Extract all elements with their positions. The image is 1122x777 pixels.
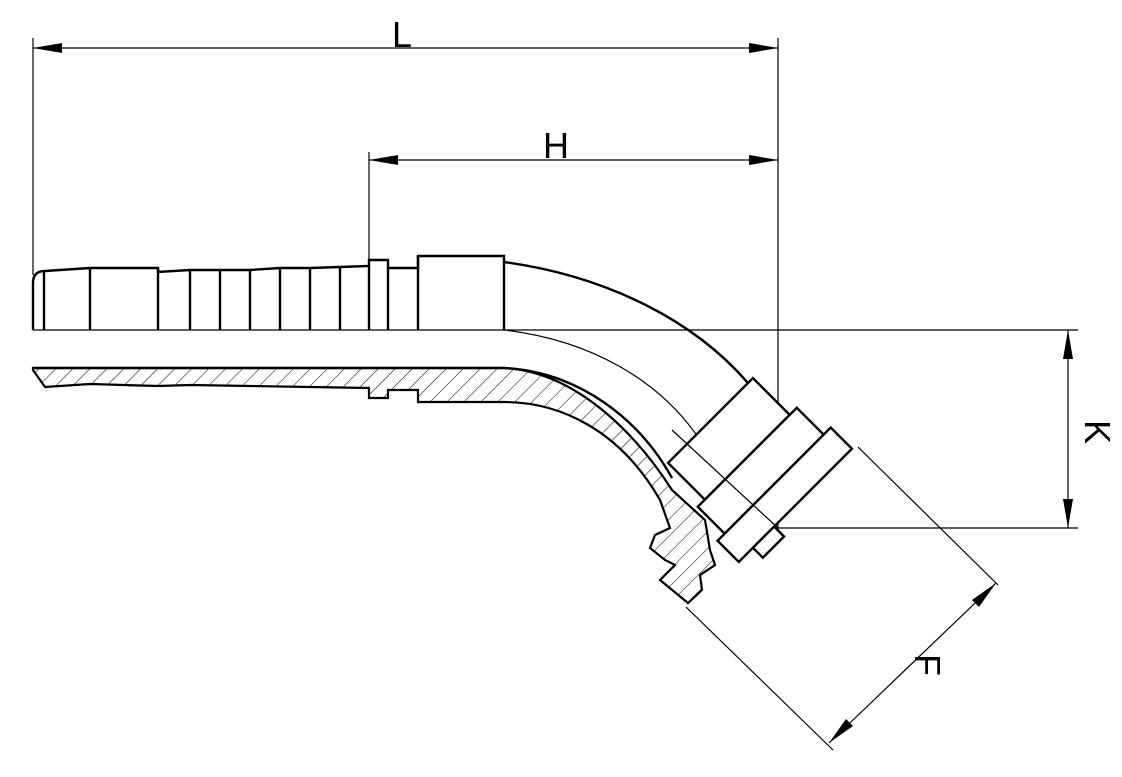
extension-line-F-bottom <box>685 606 834 751</box>
barb-ridges <box>42 256 420 330</box>
arrow-head <box>972 583 996 607</box>
flange-groove <box>751 524 786 560</box>
arrow-head <box>749 155 778 165</box>
bend-outer-arc <box>503 260 761 399</box>
dimension-line-F <box>828 582 997 744</box>
label-F: F <box>907 654 948 676</box>
dimension-F: F <box>685 446 999 751</box>
tail-section-hatched <box>31 366 717 605</box>
arrow-head <box>1063 499 1073 528</box>
arrow-head <box>1063 330 1073 359</box>
bore-bend-line <box>503 366 674 479</box>
extension-line-F-top <box>857 446 999 586</box>
fitting-body <box>31 254 854 605</box>
arrow-head <box>33 43 62 53</box>
arrow-head <box>749 43 778 53</box>
dimension-L: L <box>32 14 779 530</box>
flange-face <box>715 425 854 564</box>
flange-axis <box>671 429 779 529</box>
dimension-H: H <box>368 125 778 262</box>
arrow-head <box>829 719 853 743</box>
bend-inner-bore-arc <box>503 329 701 441</box>
label-H: H <box>543 125 569 166</box>
label-L: L <box>392 14 412 55</box>
arrow-head <box>369 155 398 165</box>
dimension-K: K <box>33 329 1118 529</box>
flange-head <box>666 376 854 564</box>
hose-tail-top-contour <box>31 254 506 330</box>
label-K: K <box>1077 420 1118 444</box>
